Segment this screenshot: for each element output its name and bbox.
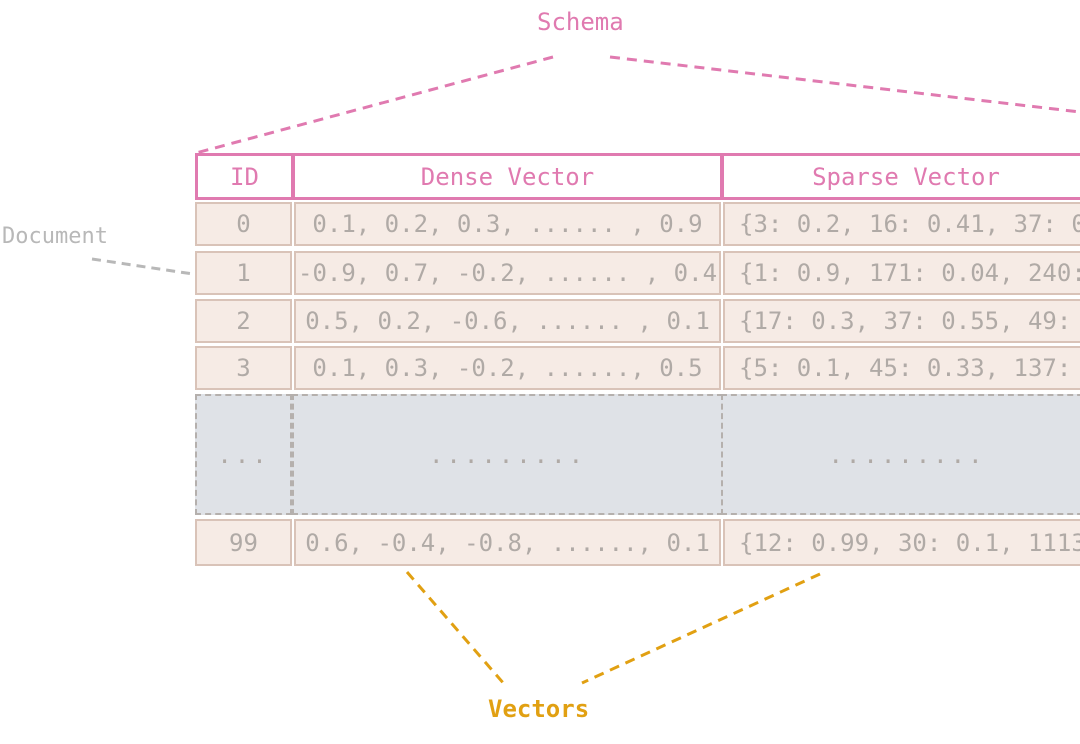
row-dense-cell: [ 0.6, -0.4, -0.8, ......, 0.1 ]: [294, 519, 721, 566]
vectors-label: Vectors: [488, 695, 590, 723]
row-sparse-cell: {3: 0.2, 16: 0.41, 37: 0: [723, 202, 1080, 246]
row-id-cell: 1: [195, 251, 292, 295]
row-sparse-cell: {1: 0.9, 171: 0.04, 240:: [723, 251, 1080, 295]
row-id-cell: 0: [195, 202, 292, 246]
row-dense-cell: [ 0.1, 0.3, -0.2, ......, 0.5 ]: [294, 346, 721, 390]
document-label: Document: [2, 224, 108, 249]
row-sparse-cell: {17: 0.3, 37: 0.55, 49: 0: [723, 299, 1080, 343]
ellipsis-id-cell: ...: [195, 394, 292, 515]
schema-connector-left: [195, 55, 554, 155]
row-id-cell: 99: [195, 519, 292, 566]
vectors-connector-left: [405, 571, 507, 686]
row-id-cell: 3: [195, 346, 292, 390]
row-sparse-cell: {5: 0.1, 45: 0.33, 137: 0: [723, 346, 1080, 390]
row-dense-cell: [ 0.1, 0.2, 0.3, ...... , 0.9 ]: [294, 202, 721, 246]
schema-label: Schema: [537, 8, 624, 36]
row-id-cell: 2: [195, 299, 292, 343]
ellipsis-sparse-cell: .........: [721, 394, 1080, 515]
schema-connector-right: [609, 55, 1080, 114]
row-dense-cell: [ -0.9, 0.7, -0.2, ...... , 0.4 ]: [294, 251, 721, 295]
row-sparse-cell: {12: 0.99, 30: 0.1, 1113:: [723, 519, 1080, 566]
header-id: ID: [195, 153, 294, 200]
header-dense-vector: Dense Vector: [292, 153, 723, 200]
header-sparse-vector: Sparse Vector: [721, 153, 1080, 200]
vectors-connector-right: [581, 572, 821, 685]
document-connector: [91, 257, 194, 276]
row-dense-cell: [ 0.5, 0.2, -0.6, ...... , 0.1 ]: [294, 299, 721, 343]
ellipsis-dense-cell: .........: [292, 394, 723, 515]
